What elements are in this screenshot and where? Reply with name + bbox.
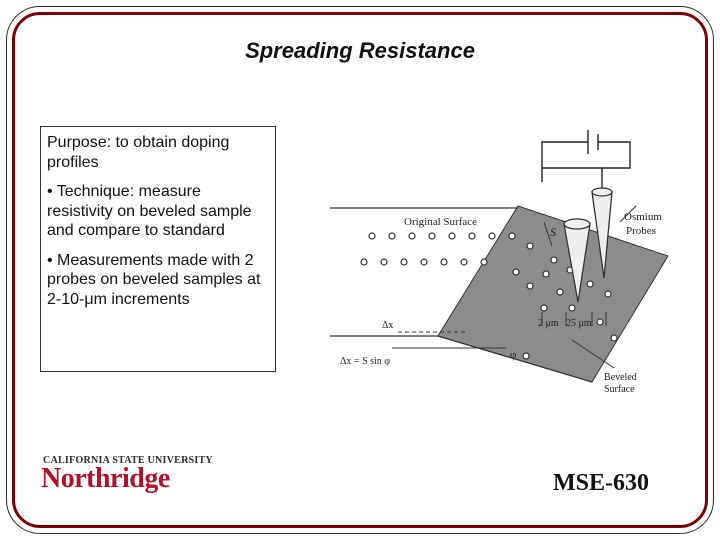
formula-label: Δx = S sin φ — [340, 356, 390, 367]
purpose-text: Purpose: to obtain doping profiles — [47, 134, 230, 171]
text-box: Purpose: to obtain doping profiles • Tec… — [40, 126, 276, 372]
slide-title: Spreading Resistance — [245, 38, 475, 63]
angle-label: φ — [510, 349, 516, 361]
dopant-dots — [360, 232, 516, 266]
osmium-label-line2: Probes — [626, 225, 656, 237]
slide-outer-frame — [6, 6, 714, 534]
spacing-value-label: 25 μm — [566, 318, 592, 329]
beveled-label-line2: Surface — [604, 384, 635, 395]
technique-bullet: • Technique: measure resistivity on beve… — [47, 183, 252, 239]
osmium-label-line1: Osmium — [624, 211, 662, 223]
original-surface-lines — [330, 207, 593, 383]
diagram-svg: Original Surface Osmium Probes S 2 μm 25… — [330, 130, 669, 395]
measurements-bullet: • Measurements made with 2 probes on bev… — [47, 251, 261, 308]
circuit-wire — [541, 130, 631, 192]
spreading-resistance-diagram: Original Surface Osmium Probes S 2 μm 25… — [330, 126, 690, 398]
university-logo-top: CALIFORNIA STATE UNIVERSITY — [43, 454, 213, 466]
osmium-probes — [563, 187, 613, 303]
university-logo-main: Northridge — [41, 463, 170, 494]
slide-inner-frame — [12, 12, 708, 528]
spacing-s-label: S — [550, 225, 556, 239]
delta-x-label: Δx — [382, 320, 393, 331]
course-code: MSE-630 — [553, 470, 649, 496]
step-label: 2 μm — [538, 318, 559, 329]
beveled-label-line1: Beveled — [604, 372, 637, 383]
original-surface-label: Original Surface — [404, 216, 477, 228]
bevel-dots — [512, 242, 618, 360]
dimension-marks — [541, 205, 637, 369]
